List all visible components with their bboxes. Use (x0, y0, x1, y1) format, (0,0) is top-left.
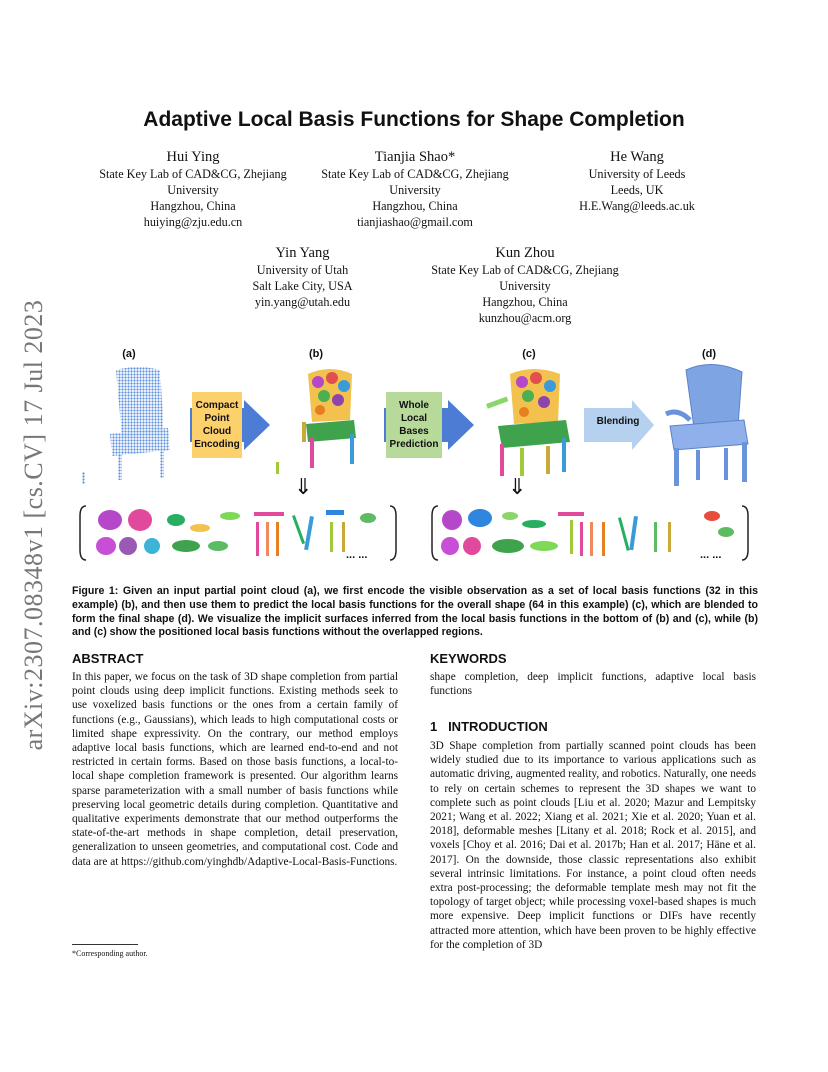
box-line: Whole (399, 400, 429, 411)
introduction-heading: 1 INTRODUCTION (430, 719, 548, 734)
encoding-step-box: Compact Point Cloud Encoding (192, 392, 242, 458)
author-name: Kun Zhou (495, 245, 555, 261)
figure-label-b: (b) (308, 348, 324, 360)
box-line: Bases (399, 426, 429, 437)
down-arrow-icon: ⇓ (294, 474, 313, 499)
author-block: Yin Yang University of Utah Salt Lake Ci… (200, 244, 405, 310)
author-location: Salt Lake City, USA (252, 279, 353, 293)
down-arrow-icon: ⇓ (508, 474, 527, 499)
author-affiliation: University (499, 279, 551, 293)
figure-label-a: (a) (122, 348, 136, 360)
keywords-heading: KEYWORDS (430, 651, 507, 666)
author-affiliation: State Key Lab of CAD&CG, Zhejiang (321, 167, 509, 181)
author-email: yin.yang@utah.edu (254, 295, 351, 309)
author-name: Hui Ying (166, 149, 220, 165)
arxiv-identifier: arXiv:2307.08348v1 [cs.CV] 17 Jul 2023 (19, 299, 48, 751)
author-affiliation: University of Utah (256, 263, 349, 277)
author-email: tianjiashao@gmail.com (357, 215, 473, 229)
introduction-text: 3D Shape completion from partially scann… (430, 740, 756, 951)
box-line: Point (204, 413, 230, 424)
encoded-bases-set-image: ... ... (79, 505, 397, 561)
arrow-blending-icon (584, 400, 654, 450)
figure-caption: Figure 1: Given an input partial point c… (72, 585, 758, 639)
author-affiliation: State Key Lab of CAD&CG, Zhejiang (431, 263, 619, 277)
author-affiliation: University (389, 183, 441, 197)
predicted-bases-set-image: ... ... (431, 505, 749, 561)
partial-point-cloud-image (82, 367, 170, 484)
paper-title: Adaptive Local Basis Functions for Shape… (143, 108, 685, 131)
footnote-rule (72, 944, 138, 945)
author-location: Hangzhou, China (150, 199, 236, 213)
ellipsis-text: ... ... (700, 549, 721, 561)
box-line: Encoding (194, 439, 240, 450)
author-email: kunzhou@acm.org (478, 311, 572, 325)
final-shape-image (664, 364, 749, 486)
figure-label-d: (d) (701, 348, 717, 360)
author-affiliation: University of Leeds (588, 167, 686, 181)
author-name: He Wang (610, 149, 664, 165)
author-block: Tianjia Shao* State Key Lab of CAD&CG, Z… (310, 148, 520, 230)
author-location: Hangzhou, China (372, 199, 458, 213)
author-name: Yin Yang (275, 245, 330, 261)
figure-1: (a) (b) (c) (d) Compact Point Cloud Enco… (72, 342, 758, 577)
author-block: Kun Zhou State Key Lab of CAD&CG, Zhejia… (420, 244, 630, 326)
footnote: *Corresponding author. (72, 949, 148, 958)
author-affiliation: State Key Lab of CAD&CG, Zhejiang (99, 167, 287, 181)
author-email: H.E.Wang@leeds.ac.uk (579, 199, 695, 213)
encoded-local-bases-image (276, 369, 356, 474)
box-line: Compact (195, 400, 239, 411)
author-location: Leeds, UK (610, 183, 664, 197)
author-block: He Wang University of Leeds Leeds, UK H.… (532, 148, 742, 214)
predicted-local-bases-image (486, 369, 570, 476)
keywords-text: shape completion, deep implicit function… (430, 671, 756, 698)
author-affiliation: University (167, 183, 219, 197)
ellipsis-text: ... ... (346, 549, 367, 561)
author-block: Hui Ying State Key Lab of CAD&CG, Zhejia… (88, 148, 298, 230)
blending-label: Blending (596, 416, 640, 427)
author-location: Hangzhou, China (482, 295, 568, 309)
box-line: Local (400, 413, 428, 424)
figure-label-c: (c) (522, 348, 536, 360)
prediction-step-box: Whole Local Bases Prediction (386, 392, 442, 458)
abstract-text: In this paper, we focus on the task of 3… (72, 671, 398, 868)
abstract-heading: ABSTRACT (72, 651, 144, 666)
box-line: Prediction (389, 439, 439, 450)
author-email: huiying@zju.edu.cn (143, 215, 243, 229)
author-name: Tianjia Shao* (374, 149, 456, 165)
box-line: Cloud (202, 426, 232, 437)
